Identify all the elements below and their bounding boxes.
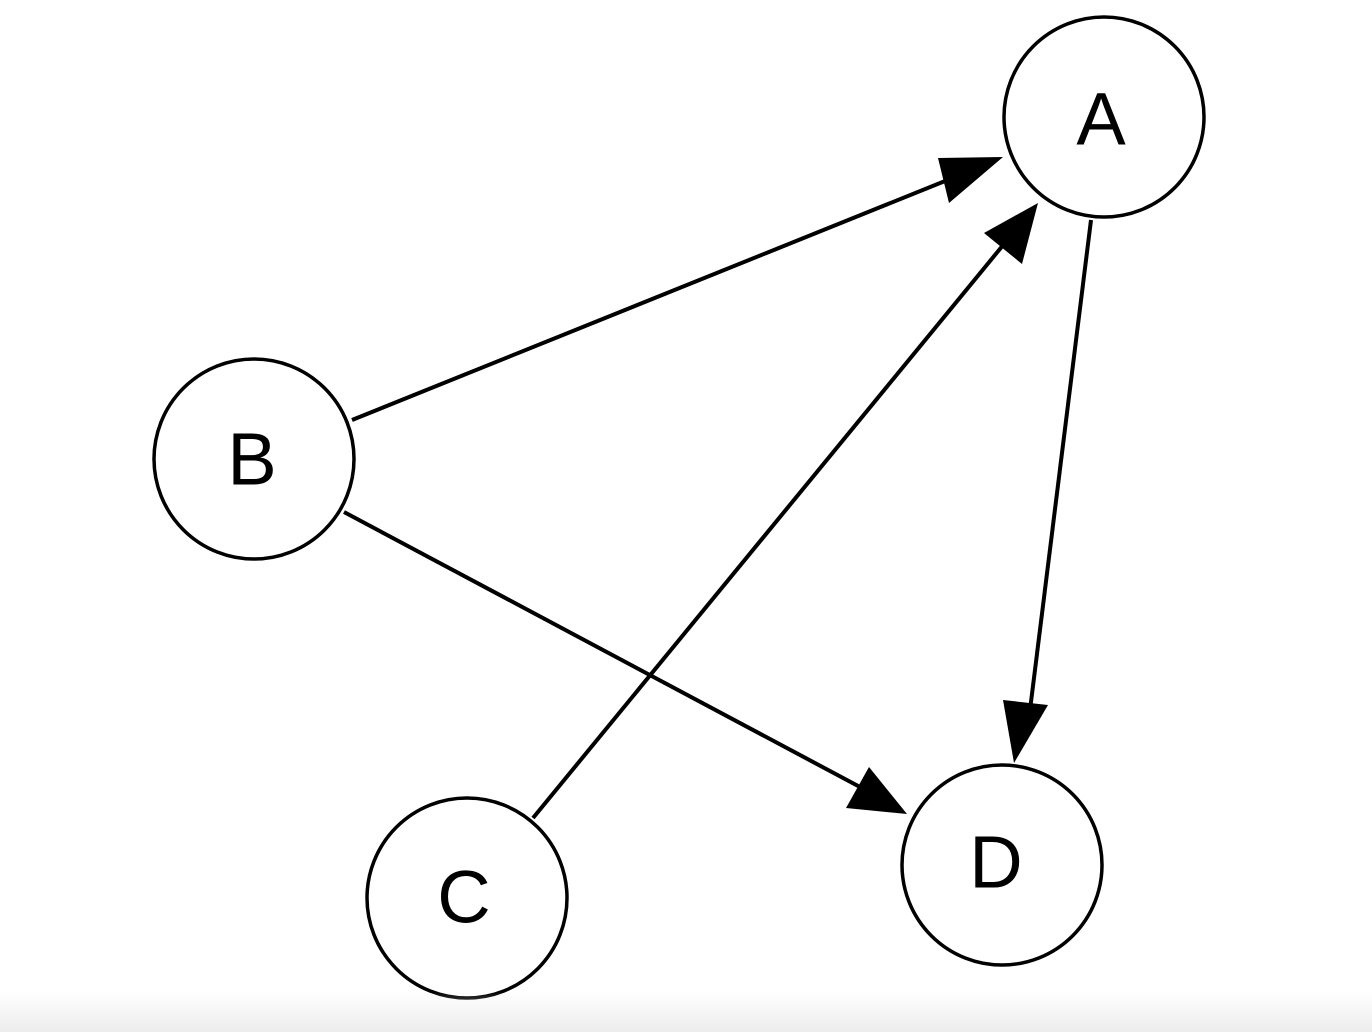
nodes-layer: A B C D — [152, 15, 1206, 1000]
node-a-label: A — [1076, 78, 1126, 161]
node-c[interactable]: C — [365, 796, 569, 1000]
arrowhead — [846, 767, 907, 814]
edge-b-to-d — [343, 510, 907, 814]
node-d-circle — [900, 763, 1104, 967]
bottom-shade — [0, 992, 1372, 1032]
edge-a-to-d — [1003, 219, 1093, 763]
node-d-label: D — [969, 821, 1022, 904]
node-a-circle — [1002, 15, 1206, 219]
edge-c-to-a — [531, 203, 1038, 820]
edge-b-to-a — [351, 157, 1003, 422]
edge-line — [351, 175, 956, 422]
node-b-label: B — [227, 418, 276, 501]
node-b-circle — [152, 357, 356, 561]
arrowhead — [984, 203, 1038, 264]
edge-line — [343, 510, 861, 789]
arrowhead — [1003, 700, 1048, 763]
node-b[interactable]: B — [152, 357, 356, 561]
node-a[interactable]: A — [1002, 15, 1206, 219]
edges-layer — [343, 157, 1093, 820]
edge-line — [531, 242, 1006, 820]
node-c-label: C — [437, 856, 490, 939]
node-d[interactable]: D — [900, 763, 1104, 967]
edge-line — [1028, 219, 1093, 711]
arrowhead — [938, 157, 1003, 203]
